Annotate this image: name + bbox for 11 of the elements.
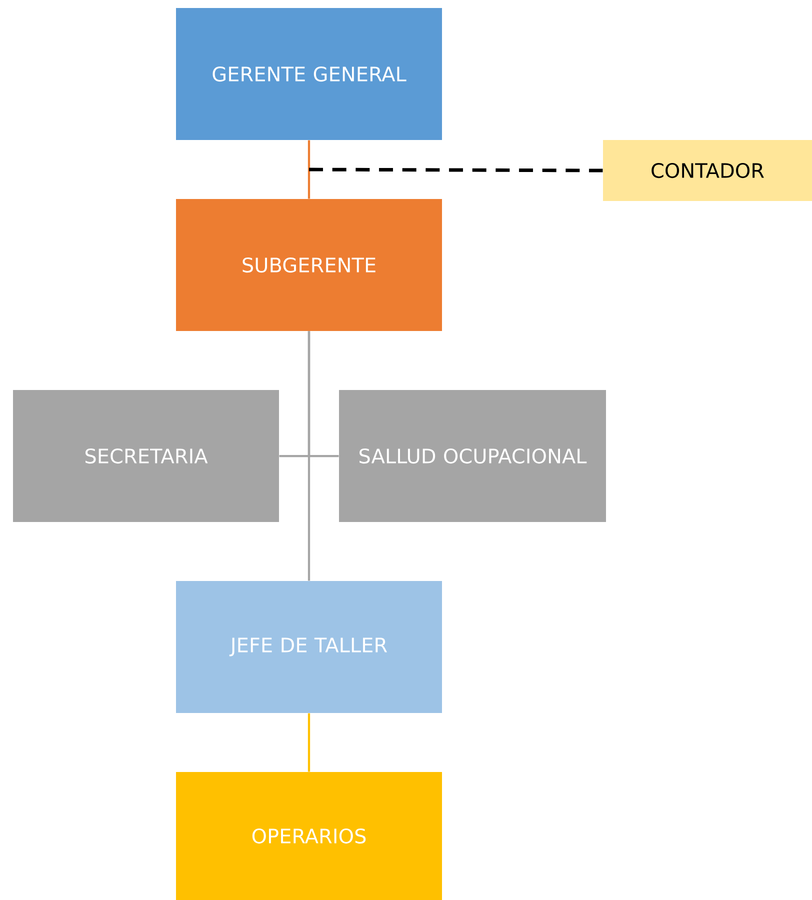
connector-line [308,140,310,199]
org-box: OPERARIOS [176,772,442,900]
connector-line [308,713,310,772]
org-box: SECRETARIA [13,390,279,522]
connector-line [309,168,603,172]
connector-line [308,331,310,581]
org-box: GERENTE GENERAL [176,8,442,140]
org-box: SUBGERENTE [176,199,442,331]
side-box: CONTADOR [603,140,812,201]
org-box: SALLUD OCUPACIONAL [339,390,606,522]
org-box: JEFE DE TALLER [176,581,442,713]
